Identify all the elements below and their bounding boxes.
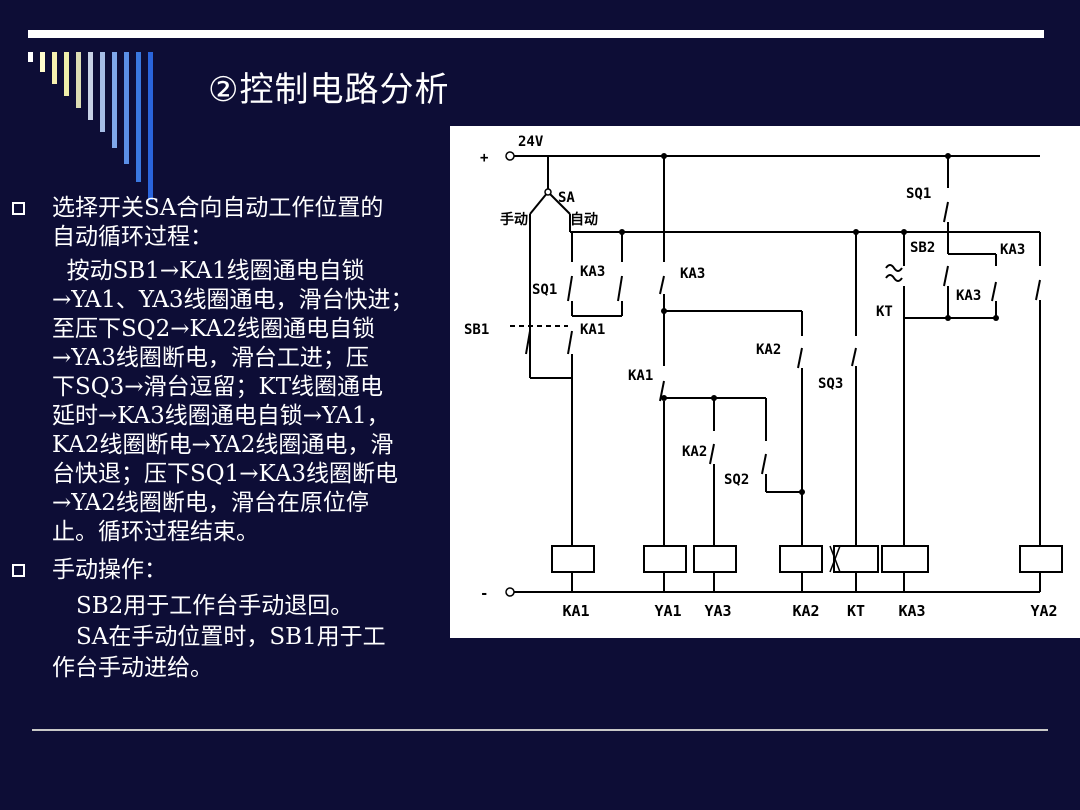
sa-label: SA — [558, 190, 575, 206]
manual-operation-line: 作台手动进给。 — [52, 655, 213, 681]
auto-cycle-line: →YA2线圈断电，滑台在原位停 — [52, 490, 369, 516]
stripe-bar — [124, 52, 129, 164]
manual-label: 手动 — [500, 211, 528, 228]
stripe-bar — [112, 52, 117, 148]
sb2-label: SB2 — [910, 240, 935, 256]
ka3-contact-2-label: KA3 — [680, 266, 705, 282]
ka1-contact-1-label: KA1 — [580, 322, 605, 338]
ka3-contact-1-label: KA3 — [580, 264, 605, 280]
control-circuit-diagram: + 24V - SA 手动 自动 SQ1 SB1 KA3 KA1 KA3 KA1… — [450, 126, 1080, 638]
bullet-1-line-2: 自动循环过程： — [52, 224, 213, 250]
manual-operation-line: SB2用于工作台手动退回。 — [76, 593, 354, 619]
coil-label-ya2: YA2 — [1030, 602, 1057, 620]
slide-title: ②控制电路分析 — [208, 70, 450, 110]
stripe-bar — [52, 52, 57, 84]
coil-label-ya1: YA1 — [654, 602, 681, 620]
stripe-bar — [148, 52, 153, 200]
stripe-bar — [28, 52, 33, 62]
ka1-contact-2-label: KA1 — [628, 368, 653, 384]
sq1-left-label: SQ1 — [532, 282, 557, 298]
auto-cycle-line: 下SQ3→滑台逗留；KT线圈通电 — [52, 374, 384, 400]
stripe-bar — [40, 52, 45, 72]
bullet-icon — [12, 564, 25, 577]
auto-label: 自动 — [570, 211, 598, 228]
ka3-right-label: KA3 — [1000, 242, 1025, 258]
bullet-2-line-1: 手动操作： — [52, 557, 167, 583]
ka2-contact-1-label: KA2 — [756, 342, 781, 358]
stripe-bar — [100, 52, 105, 132]
bottom-rule — [32, 729, 1048, 731]
minus-terminal-label: - — [480, 586, 488, 602]
bullet-icon — [12, 202, 25, 215]
auto-cycle-line: →YA3线圈断电，滑台工进；压 — [52, 345, 369, 371]
stripe-bar — [64, 52, 69, 96]
kt-contact-label: KT — [876, 304, 893, 320]
stripe-bar — [136, 52, 141, 182]
auto-cycle-line: 台快退；压下SQ1→KA3线圈断电 — [52, 461, 399, 487]
auto-cycle-line: 延时→KA3线圈通电自锁→YA1， — [52, 403, 390, 429]
top-rule — [28, 30, 1044, 38]
ka3-hold-label: KA3 — [956, 288, 981, 304]
sq1-right-label: SQ1 — [906, 186, 931, 202]
coil-label-kt: KT — [847, 602, 865, 620]
stripe-bar — [76, 52, 81, 108]
voltage-label: 24V — [518, 134, 544, 150]
auto-cycle-line: →YA1、YA3线圈通电，滑台快进； — [52, 287, 414, 313]
auto-cycle-line: 至压下SQ2→KA2线圈通电自锁 — [52, 316, 376, 342]
ka2-contact-2-label: KA2 — [682, 444, 707, 460]
manual-operation-line: SA在手动位置时，SB1用于工 — [76, 624, 386, 650]
plus-terminal-label: + — [480, 150, 488, 166]
coil-label-ka2: KA2 — [792, 602, 819, 620]
sq3-label: SQ3 — [818, 376, 843, 392]
sb1-label: SB1 — [464, 322, 489, 338]
auto-cycle-line: KA2线圈断电→YA2线圈通电，滑 — [52, 432, 394, 458]
decorative-stripes — [28, 52, 198, 202]
coil-label-ya3: YA3 — [704, 602, 731, 620]
coil-label-ka1: KA1 — [562, 602, 589, 620]
auto-cycle-line: 止。循环过程结束。 — [52, 519, 259, 545]
coil-label-ka3: KA3 — [898, 602, 925, 620]
sq2-label: SQ2 — [724, 472, 749, 488]
bullet-1-line-1: 选择开关SA合向自动工作位置的 — [52, 195, 384, 221]
auto-cycle-line: 按动SB1→KA1线圈通电自锁 — [52, 258, 365, 284]
stripe-bar — [88, 52, 93, 120]
